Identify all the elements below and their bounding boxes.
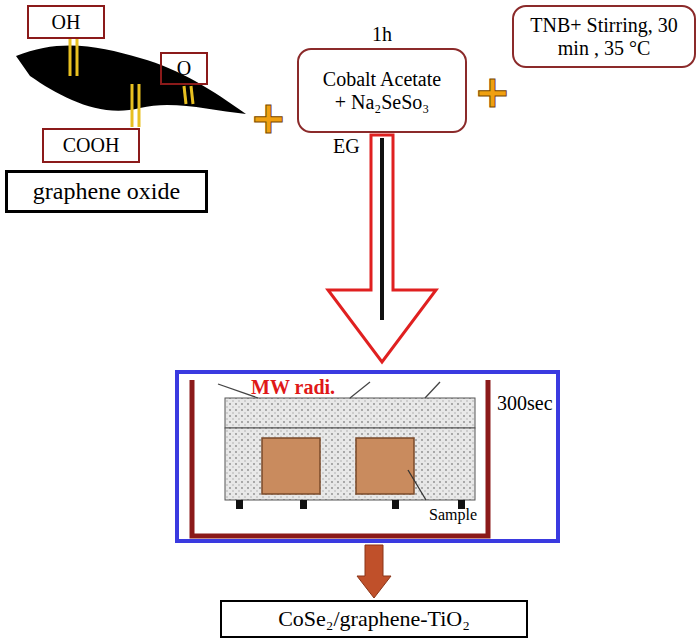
node-text: COOH [63, 134, 120, 157]
microwave-box: MW radi. 300secSample [175, 370, 560, 543]
group-box: O [160, 52, 208, 85]
node-text: MW radi. [251, 376, 335, 399]
node-text: graphene oxide [33, 178, 180, 206]
group-box: COOH [42, 128, 140, 163]
oven-container [192, 380, 488, 536]
node-text: EG [333, 135, 360, 158]
group-box: OH [27, 5, 105, 39]
flow-arrow [328, 135, 436, 362]
oven-base [225, 428, 475, 500]
node-text: 1h [299, 23, 465, 46]
node-text: OH [52, 11, 81, 34]
material-box: graphene oxide [5, 170, 208, 213]
condition-box: TNB+ Stirring, 30 min , 35 °C [512, 5, 696, 68]
sample-block [356, 438, 414, 494]
oven-lid [225, 398, 475, 428]
node-text: CoSe₂/graphene-TiO₂ [278, 606, 470, 631]
node-text: 300sec [497, 392, 553, 415]
reagent-box: 1hCobalt Acetate + Na₂SeSo₃EG [297, 48, 467, 133]
plus-sign: + [474, 70, 511, 114]
plus-sign: + [250, 96, 287, 140]
product-box: CoSe₂/graphene-TiO₂ [220, 600, 528, 638]
node-text: Cobalt Acetate + Na₂SeSo₃ [316, 68, 448, 114]
node-text: Sample [429, 506, 477, 524]
sample-block [262, 438, 320, 494]
node-text: O [177, 57, 191, 80]
node-text: TNB+ Stirring, 30 min , 35 °C [522, 14, 686, 60]
flow-arrow [357, 545, 391, 598]
sample-leader [408, 470, 426, 500]
